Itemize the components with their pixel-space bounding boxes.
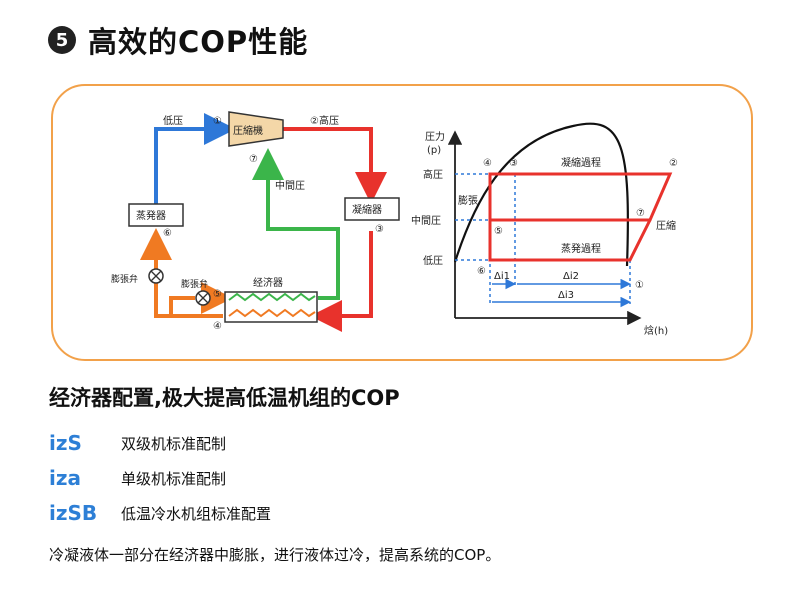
section-number-badge: 5 <box>48 26 76 54</box>
cycle-diagram: 圧縮機 蒸発器 凝縮器 经济器 低压 ②高压 中間圧 膨張弁 膨張弁 <box>111 111 400 332</box>
condenser <box>344 197 400 221</box>
ph-point-4: ④ <box>483 158 492 169</box>
ph-point-5: ⑤ <box>494 226 503 237</box>
economizer-footnote: 冷凝液体一部分在经济器中膨胀，进行液体过冷，提高系统的COP。 <box>49 546 501 564</box>
model-row-izsb: izSB 低温冷水机组标准配置 <box>49 500 271 526</box>
ph-point-1: ① <box>635 280 644 291</box>
expansion-valve-2-label: 膨張弁 <box>181 278 208 290</box>
compression-label: 圧縮 <box>656 219 676 232</box>
diagram-panel: 圧縮機 蒸発器 凝縮器 经济器 低压 ②高压 中間圧 膨張弁 膨張弁 <box>51 84 753 361</box>
orange-pipe-lower <box>154 278 223 318</box>
cycle-point-3: ③ <box>375 224 384 235</box>
cycle-point-6: ⑥ <box>163 228 172 239</box>
model-desc-izs: 双级机标准配制 <box>121 434 227 453</box>
economizer-coil-orange <box>228 308 316 318</box>
ph-level-low: 低圧 <box>423 254 443 267</box>
expansion-label: 膨張 <box>458 194 478 207</box>
orange-branch <box>169 296 195 316</box>
condensation-label: 凝縮過程 <box>561 156 601 169</box>
ph-cycle-lower <box>488 219 652 262</box>
cycle-point-7: ⑦ <box>249 154 258 165</box>
ph-level-high: 高圧 <box>423 168 443 181</box>
high-pressure-label: ②高压 <box>310 114 339 127</box>
ph-y-axis-unit: (p) <box>427 145 441 156</box>
evaporator <box>128 203 184 227</box>
model-desc-iza: 单级机标准配制 <box>121 469 227 488</box>
di3-label: Δi3 <box>558 290 574 301</box>
model-desc-izsb: 低温冷水机组标准配置 <box>121 504 272 523</box>
liquid-pipe <box>310 231 373 332</box>
izs-logo-text: izS <box>49 432 82 454</box>
ph-y-axis-label: 圧力 <box>425 130 445 143</box>
cycle-point-5: ⑤ <box>213 289 222 300</box>
ph-point-7: ⑦ <box>636 208 645 219</box>
ph-level-mid: 中間圧 <box>411 214 441 227</box>
ph-diagram: 圧力 (p) 焓(h) 高圧 中間圧 低圧 Δi1 Δi2 <box>411 122 678 337</box>
ph-point-2: ② <box>669 158 678 169</box>
cycle-point-1: ① <box>213 116 222 127</box>
economizer-label: 经济器 <box>253 276 283 289</box>
model-row-izs: izS 双级机标准配制 <box>49 430 226 456</box>
cycle-point-4: ④ <box>213 321 222 332</box>
izsb-logo-icon: izSB <box>49 502 97 524</box>
refrigeration-cycle-diagram: 圧縮機 蒸発器 凝縮器 经济器 低压 ②高压 中間圧 膨張弁 膨張弁 <box>111 111 678 337</box>
model-row-iza: iza 单级机标准配制 <box>49 465 226 491</box>
di2-label: Δi2 <box>563 271 579 282</box>
economizer-coil-green <box>228 292 316 302</box>
izsb-logo-text: izSB <box>49 502 97 524</box>
intermediate-pipe <box>252 148 340 300</box>
saturation-dome <box>453 122 629 267</box>
evaporation-label: 蒸発過程 <box>561 242 601 255</box>
low-pressure-label: 低压 <box>163 114 183 127</box>
compressor <box>228 111 284 147</box>
suction-pipe <box>154 113 236 206</box>
iza-logo-icon: iza <box>49 467 81 489</box>
ph-point-6: ⑥ <box>477 266 486 277</box>
section-heading: 5 高效的COP性能 <box>48 20 308 60</box>
iza-logo-text: iza <box>49 467 81 489</box>
ph-point-3: ③ <box>509 158 518 169</box>
izs-logo-icon: izS <box>49 432 82 454</box>
section-title: 高效的COP性能 <box>88 25 309 59</box>
condenser-label: 凝縮器 <box>352 203 382 216</box>
di1-label: Δi1 <box>494 271 510 282</box>
evaporator-label: 蒸発器 <box>136 209 166 222</box>
economizer-subheading: 经济器配置,极大提高低温机组的COP <box>49 386 400 410</box>
intermediate-pressure-label: 中間圧 <box>275 179 305 192</box>
ph-x-axis-label: 焓(h) <box>644 324 668 337</box>
discharge-pipe <box>283 127 387 204</box>
compressor-label: 圧縮機 <box>233 124 263 137</box>
expansion-valve-label: 膨張弁 <box>111 273 138 285</box>
